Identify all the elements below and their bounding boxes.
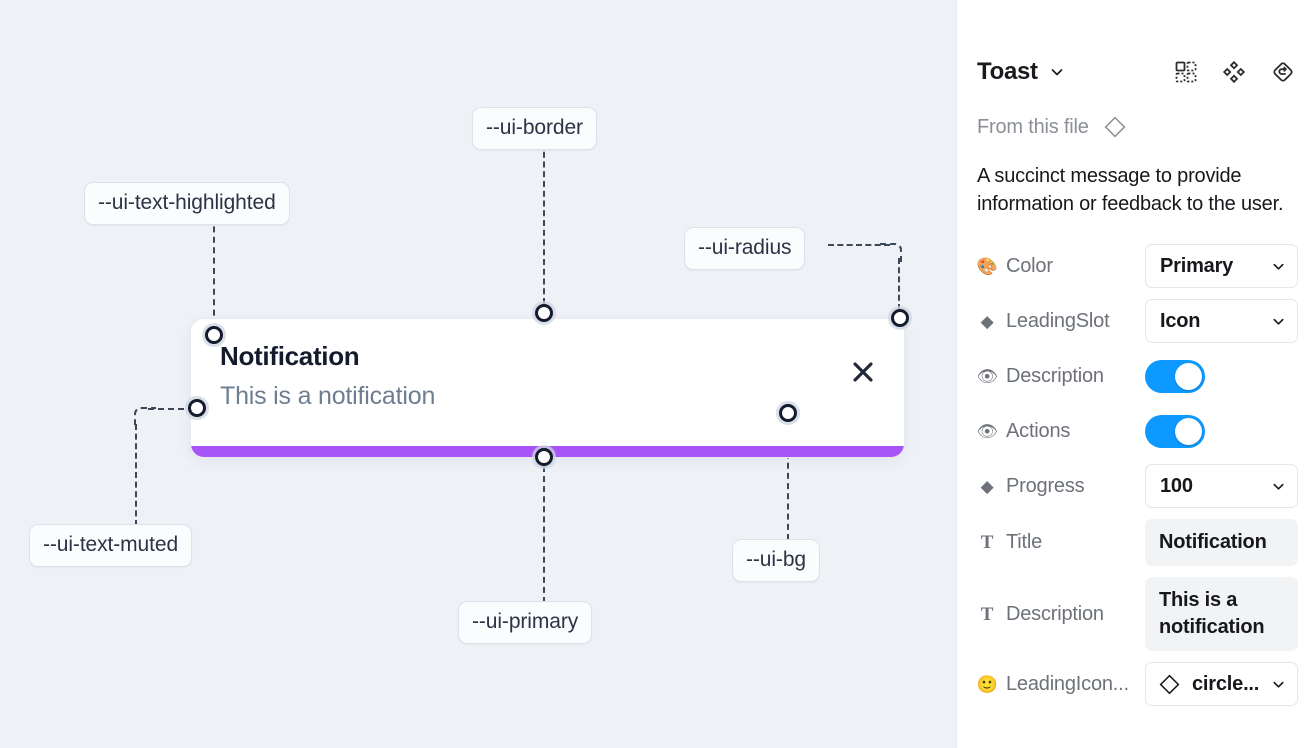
smiley-emoji-icon: 🙂 (977, 674, 998, 694)
property-row-description-text: T Description This is a notification (977, 577, 1298, 651)
annotation-ui-text-highlighted[interactable]: --ui-text-highlighted (84, 182, 290, 225)
property-row-leadingslot: ◆ LeadingSlot Icon (977, 299, 1298, 343)
connector-ui-radius-horizontal (828, 244, 890, 246)
progress-select[interactable]: 100 (1145, 464, 1298, 508)
property-control-description-toggle (1145, 359, 1298, 393)
property-label-color: 🎨 Color (977, 255, 1145, 278)
connector-ui-primary (543, 466, 545, 603)
annotation-ui-radius[interactable]: --ui-radius (684, 227, 806, 270)
diamond-outline-icon (1102, 114, 1128, 140)
property-control-actions-toggle (1145, 414, 1298, 448)
property-control-leadingicon: circle... (1145, 662, 1298, 706)
color-select-value: Primary (1160, 254, 1234, 277)
progress-select-value: 100 (1160, 474, 1193, 497)
property-label-text: LeadingIcon... (1006, 672, 1129, 695)
leadingslot-select[interactable]: Icon (1145, 299, 1298, 343)
anchor-dot-ui-bg[interactable] (779, 404, 797, 422)
annotation-ui-text-muted[interactable]: --ui-text-muted (29, 524, 193, 567)
property-control-description-text: This is a notification (1145, 577, 1298, 651)
panel-header: Toast (977, 52, 1296, 92)
property-label-text: Title (1006, 531, 1043, 553)
property-label-title: T Title (977, 531, 1145, 554)
connector-ui-text-muted-corner (134, 407, 156, 429)
connector-ui-radius-corner (880, 243, 902, 265)
chevron-down-icon (1271, 479, 1286, 494)
anchor-dot-ui-primary[interactable] (535, 448, 553, 466)
text-type-icon: T (980, 603, 994, 625)
connector-ui-text-highlighted (213, 216, 215, 326)
property-row-actions-toggle: 👁 Actions (977, 409, 1298, 453)
anchor-dot-ui-border[interactable] (535, 304, 553, 322)
property-label-actions-toggle: 👁 Actions (977, 420, 1145, 443)
toggle-knob (1175, 417, 1202, 445)
chevron-down-icon (1271, 677, 1286, 692)
toast-description: This is a notification (220, 382, 436, 410)
connector-ui-radius-vertical (898, 258, 900, 310)
diamond-filled-icon: ◆ (980, 476, 994, 496)
property-label-text: Color (1006, 254, 1053, 277)
color-select[interactable]: Primary (1145, 244, 1298, 288)
component-grid-icon[interactable] (1174, 60, 1198, 84)
chevron-down-icon[interactable] (1049, 64, 1065, 80)
anchor-dot-ui-radius[interactable] (891, 309, 909, 327)
property-label-description-text: T Description (977, 603, 1145, 626)
leadingslot-select-value: Icon (1160, 309, 1201, 332)
reset-instance-icon[interactable] (1270, 59, 1296, 85)
connector-ui-text-muted-vertical (135, 424, 137, 526)
toast-component[interactable]: Notification This is a notification (190, 318, 905, 458)
property-list: 🎨 Color Primary (977, 244, 1298, 717)
property-label-text: Progress (1006, 474, 1085, 497)
from-this-file-row: From this file (977, 114, 1128, 140)
leadingicon-select[interactable]: circle... (1145, 662, 1298, 706)
palette-emoji-icon: 🎨 (977, 256, 998, 276)
property-row-color: 🎨 Color Primary (977, 244, 1298, 288)
panel-header-icons (1174, 59, 1296, 85)
title-input[interactable]: Notification (1145, 519, 1298, 566)
property-row-leadingicon: 🙂 LeadingIcon... circle... (977, 662, 1298, 706)
connector-ui-text-muted-horizontal (148, 408, 194, 410)
annotation-ui-border[interactable]: --ui-border (472, 107, 597, 150)
property-row-description-toggle: 👁 Description (977, 354, 1298, 398)
property-row-title: T Title Notification (977, 519, 1298, 566)
property-label-text: Description (1006, 364, 1104, 387)
property-label-leadingslot: ◆ LeadingSlot (977, 310, 1145, 333)
property-label-text: Description (1006, 602, 1104, 625)
property-row-progress: ◆ Progress 100 (977, 464, 1298, 508)
design-canvas[interactable]: Notification This is a notification --ui… (0, 0, 956, 748)
component-set-icon[interactable] (1222, 60, 1246, 84)
property-control-leadingslot: Icon (1145, 299, 1298, 343)
anchor-dot-ui-text-highlighted[interactable] (205, 326, 223, 344)
properties-panel: Toast (956, 0, 1312, 748)
description-toggle[interactable] (1145, 359, 1205, 393)
toast-title: Notification (220, 341, 360, 371)
panel-title: Toast (977, 58, 1038, 85)
eye-emoji-icon: 👁 (977, 366, 998, 386)
diamond-outline-icon (1157, 672, 1182, 697)
annotation-ui-bg[interactable]: --ui-bg (732, 539, 820, 582)
from-this-file-label: From this file (977, 115, 1089, 138)
connector-ui-border (543, 142, 545, 304)
component-description: A succinct message to provide informatio… (977, 165, 1284, 216)
property-control-progress: 100 (1145, 464, 1298, 508)
property-label-description-toggle: 👁 Description (977, 365, 1145, 388)
text-type-icon: T (980, 532, 994, 553)
actions-toggle[interactable] (1145, 414, 1205, 448)
diamond-filled-icon: ◆ (980, 311, 994, 331)
property-label-text: LeadingSlot (1006, 309, 1110, 332)
toggle-knob (1175, 362, 1202, 390)
chevron-down-icon (1271, 314, 1286, 329)
eye-emoji-icon: 👁 (977, 421, 998, 441)
property-control-color: Primary (1145, 244, 1298, 288)
chevron-down-icon (1271, 259, 1286, 274)
anchor-dot-ui-text-muted[interactable] (188, 399, 206, 417)
annotation-ui-primary[interactable]: --ui-primary (458, 601, 593, 644)
property-control-title: Notification (1145, 519, 1298, 566)
property-label-progress: ◆ Progress (977, 475, 1145, 498)
property-label-text: Actions (1006, 419, 1071, 442)
leadingicon-select-value: circle... (1192, 672, 1260, 695)
connector-ui-bg (787, 422, 789, 540)
description-input[interactable]: This is a notification (1145, 577, 1298, 651)
close-x-icon[interactable] (848, 357, 878, 387)
property-label-leadingicon: 🙂 LeadingIcon... (977, 673, 1145, 696)
